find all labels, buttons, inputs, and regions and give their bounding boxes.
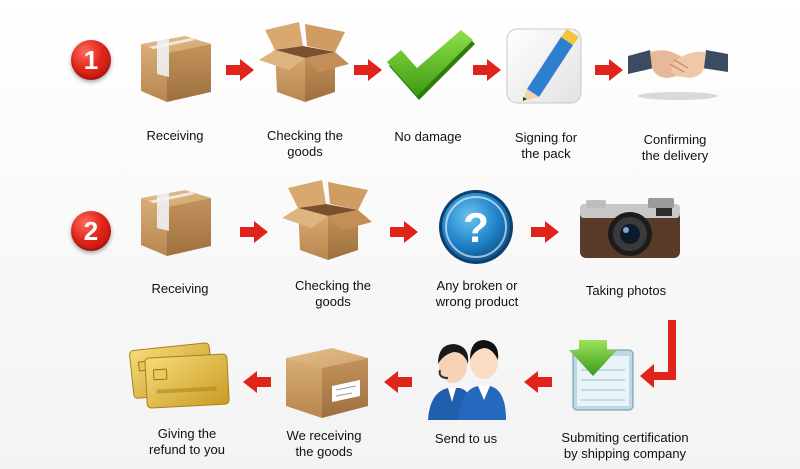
step-label: Giving the refund to you (149, 426, 225, 457)
pencil-sign-icon (505, 27, 585, 107)
left-arrow-icon (384, 371, 412, 398)
step-label: We receiving the goods (286, 428, 362, 459)
handshake-icon (628, 38, 728, 102)
step-label: Send to us (434, 431, 498, 446)
step-label: Submiting certification by shipping comp… (561, 430, 689, 461)
question-mark-icon: ? (437, 188, 515, 266)
right-arrow-icon (226, 59, 254, 86)
step-label: Receiving (151, 281, 209, 296)
right-arrow-icon (390, 221, 418, 248)
step-number-badge-2: 2 (71, 211, 111, 251)
step-label: Signing for the pack (514, 130, 578, 161)
labeled-box-icon (282, 336, 372, 420)
camera-icon (576, 198, 684, 262)
checkmark-icon (385, 30, 477, 102)
step-label: No damage (394, 129, 462, 144)
svg-text:?: ? (463, 204, 489, 251)
closed-box-icon (135, 176, 217, 258)
download-document-icon (567, 336, 637, 412)
left-arrow-icon (243, 371, 271, 398)
step-number-badge-1: 1 (71, 40, 111, 80)
left-arrow-icon (524, 371, 552, 398)
step-label: Checking the goods (295, 278, 371, 309)
credit-cards-icon (128, 340, 232, 410)
right-arrow-icon (354, 59, 382, 86)
open-box-icon (255, 20, 351, 104)
step-label: Receiving (146, 128, 204, 143)
open-box-icon (278, 178, 374, 262)
right-arrow-icon (595, 59, 623, 86)
support-agents-icon (426, 330, 508, 420)
step-label: Checking the goods (267, 128, 343, 159)
right-arrow-icon (531, 221, 559, 248)
step-label: Any broken or wrong product (435, 278, 519, 309)
closed-box-icon (135, 22, 217, 104)
right-arrow-icon (473, 59, 501, 86)
turn-arrow-icon (640, 320, 680, 397)
step-label: Confirming the delivery (641, 132, 709, 163)
right-arrow-icon (240, 221, 268, 248)
step-label: Taking photos (585, 283, 667, 298)
